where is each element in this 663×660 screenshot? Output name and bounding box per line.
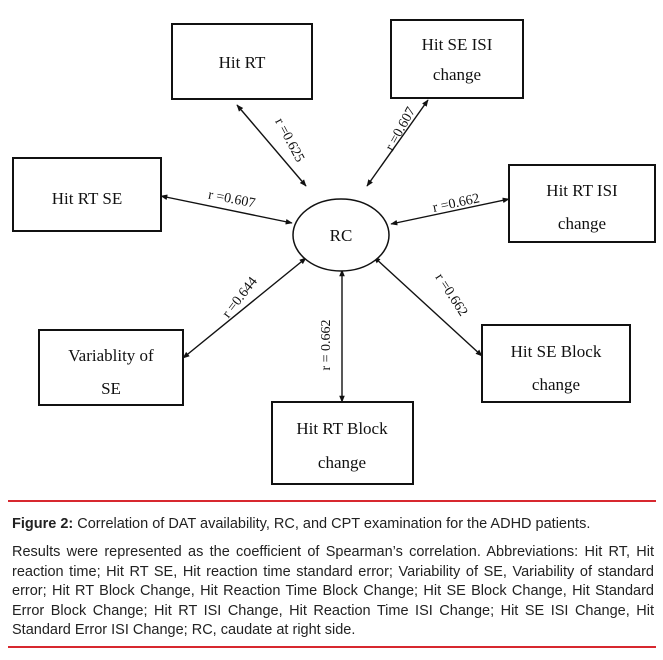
- node-hit-rt-se: Hit RT SE: [12, 157, 162, 232]
- figure-caption-title: Figure 2: Correlation of DAT availabilit…: [12, 514, 654, 534]
- node-label-line-1: Variablity of: [68, 346, 154, 365]
- correlation-label-hit-rt-se: r =0.607: [207, 188, 257, 212]
- figure-title: Correlation of DAT availability, RC, and…: [73, 516, 591, 532]
- node-label-line-1: Hit RT ISI: [546, 181, 618, 200]
- correlation-label-variability-of-se: r =0.644: [220, 274, 261, 321]
- correlation-label-hit-rt: r =0.625: [271, 116, 307, 165]
- node-variability-of-se: Variablity of SE: [38, 329, 184, 406]
- node-label-line-2: change: [433, 65, 481, 84]
- correlation-label-hit-rt-isi-change: r =0.662: [431, 191, 481, 216]
- edge-hit-se-block-change: [373, 256, 483, 357]
- figure-caption-body: Results were represented as the coeffici…: [12, 544, 654, 638]
- node-label-line-1: Hit RT Block: [296, 419, 388, 438]
- correlation-label-hit-rt-block-change: r = 0.662: [319, 319, 334, 370]
- center-node-rc: RC: [292, 198, 390, 272]
- edge-hit-rt-se: [160, 194, 293, 225]
- edge-hit-rt-isi-change: [390, 197, 510, 226]
- edge-hit-rt: [236, 104, 307, 187]
- node-hit-se-block-change: Hit SE Block change: [481, 324, 631, 403]
- node-label-line-2: SE: [101, 379, 121, 398]
- node-label: Hit RT: [219, 53, 266, 72]
- node-hit-se-isi-change: Hit SE ISI change: [390, 19, 524, 99]
- correlation-label-hit-se-block-change: r =0.662: [432, 271, 470, 319]
- node-label-line-2: change: [318, 453, 366, 472]
- caption-bottom-rule: [8, 646, 656, 648]
- edges: [160, 99, 510, 403]
- edge-variability-of-se: [182, 257, 307, 359]
- node-label-line-2: change: [532, 375, 580, 394]
- correlation-label-hit-se-isi-change: r =0.607: [383, 105, 419, 154]
- edge-hit-se-isi-change: [366, 99, 429, 187]
- node-label-line-1: Hit SE ISI: [422, 35, 493, 54]
- node-label-line-1: Hit SE Block: [511, 342, 602, 361]
- figure-label: Figure 2:: [12, 516, 74, 532]
- node-label-line-2: change: [558, 214, 606, 233]
- node-label: Hit RT SE: [52, 189, 122, 208]
- correlation-diagram: RC Hit RT Hit SE ISI change Hit RT SE Hi…: [12, 19, 656, 485]
- caption-top-rule: [8, 500, 656, 502]
- node-hit-rt-isi-change: Hit RT ISI change: [508, 164, 656, 243]
- center-node-label: RC: [330, 226, 353, 245]
- node-hit-rt-block-change: Hit RT Block change: [271, 401, 414, 485]
- node-hit-rt: Hit RT: [171, 23, 313, 100]
